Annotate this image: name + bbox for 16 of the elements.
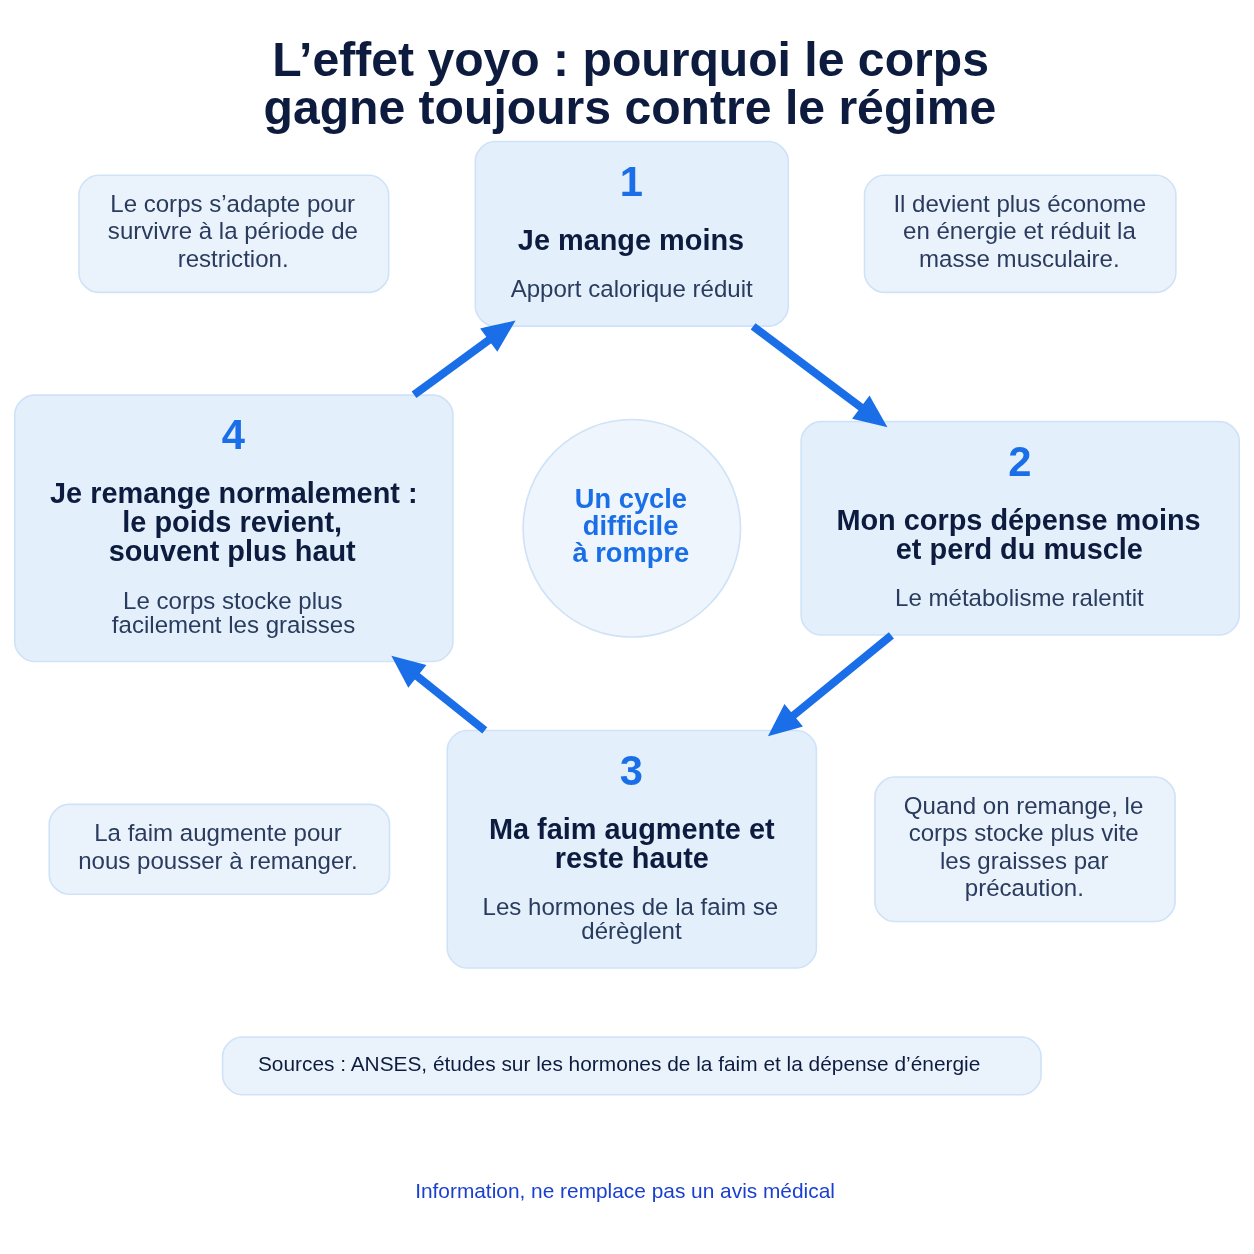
node-box: 3 Ma faim augmente et reste haute Les hormones de la faim se dérèglent	[446, 729, 818, 969]
node-circle: Un cycle difficile à rompre	[522, 418, 742, 638]
node-box: 4 Je remange normalement : le poids revient, souvent plus haut Le corps stocke plus facilement les graisses	[13, 394, 454, 663]
node-box: Le corps s’adapte pour survivre à la période de restriction.	[78, 174, 390, 294]
arrow	[411, 320, 516, 399]
node-box: 1 Je mange moins Apport calorique réduit	[474, 140, 790, 327]
diagram-title: L’effet yoyo : pourquoi le corps gagne toujours contre le régime	[263, 31, 997, 134]
node-box: La faim augmente pour nous pousser à remanger.	[48, 803, 391, 895]
arrow	[767, 632, 894, 737]
label: Information, ne remplace pas un avis médical	[415, 1179, 835, 1203]
node-box: 2 Mon corps dépense moins et perd du muscle Le métabolisme ralentit	[800, 420, 1241, 636]
node-box: Quand on remange, le corps stocke plus vite les graisses par précaution.	[874, 776, 1176, 923]
arrow	[391, 655, 488, 734]
node-box: Il devient plus économe en énergie et réduit la masse musculaire.	[863, 174, 1177, 294]
node-box: Sources : ANSES, études sur les hormones de la faim et la dépense d’énergie	[221, 1036, 1042, 1096]
arrow	[750, 323, 888, 428]
